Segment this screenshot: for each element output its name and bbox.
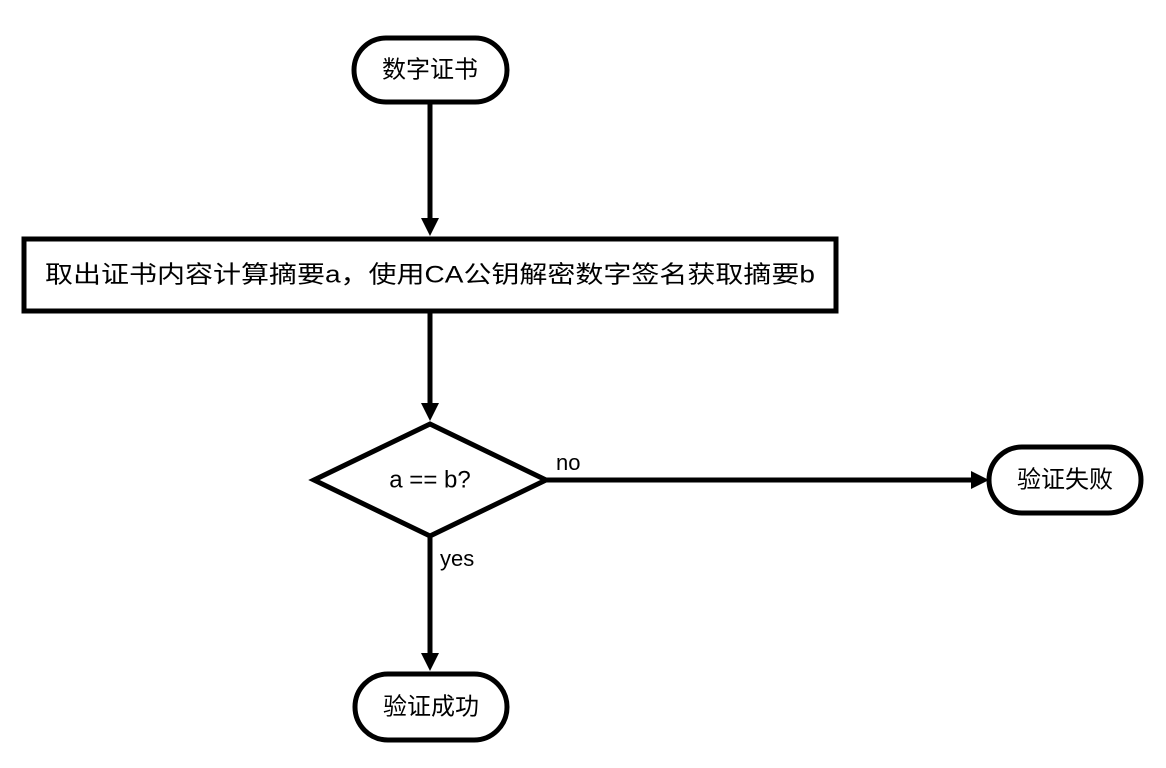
fail-node-label: 验证失败 — [1017, 466, 1113, 493]
start-node: 数字证书 — [351, 35, 510, 105]
edge-process-to-decision — [421, 311, 439, 421]
success-node: 验证成功 — [352, 671, 510, 743]
edge-decision-to-fail — [546, 471, 989, 489]
fail-node: 验证失败 — [986, 444, 1144, 516]
process-node: 取出证书内容计算摘要a，使用CA公钥解密数字签名获取摘要b — [21, 236, 839, 314]
start-node-label: 数字证书 — [382, 56, 478, 83]
yes-label: yes — [440, 546, 474, 571]
decision-node: a == b? — [308, 421, 552, 539]
edge-decision-to-success — [421, 536, 439, 671]
no-label: no — [556, 450, 580, 475]
process-node-label: 取出证书内容计算摘要a，使用CA公钥解密数字签名获取摘要b — [45, 261, 815, 288]
success-node-label: 验证成功 — [383, 693, 479, 720]
edge-start-to-process — [421, 103, 439, 236]
decision-node-label: a == b? — [389, 466, 470, 493]
